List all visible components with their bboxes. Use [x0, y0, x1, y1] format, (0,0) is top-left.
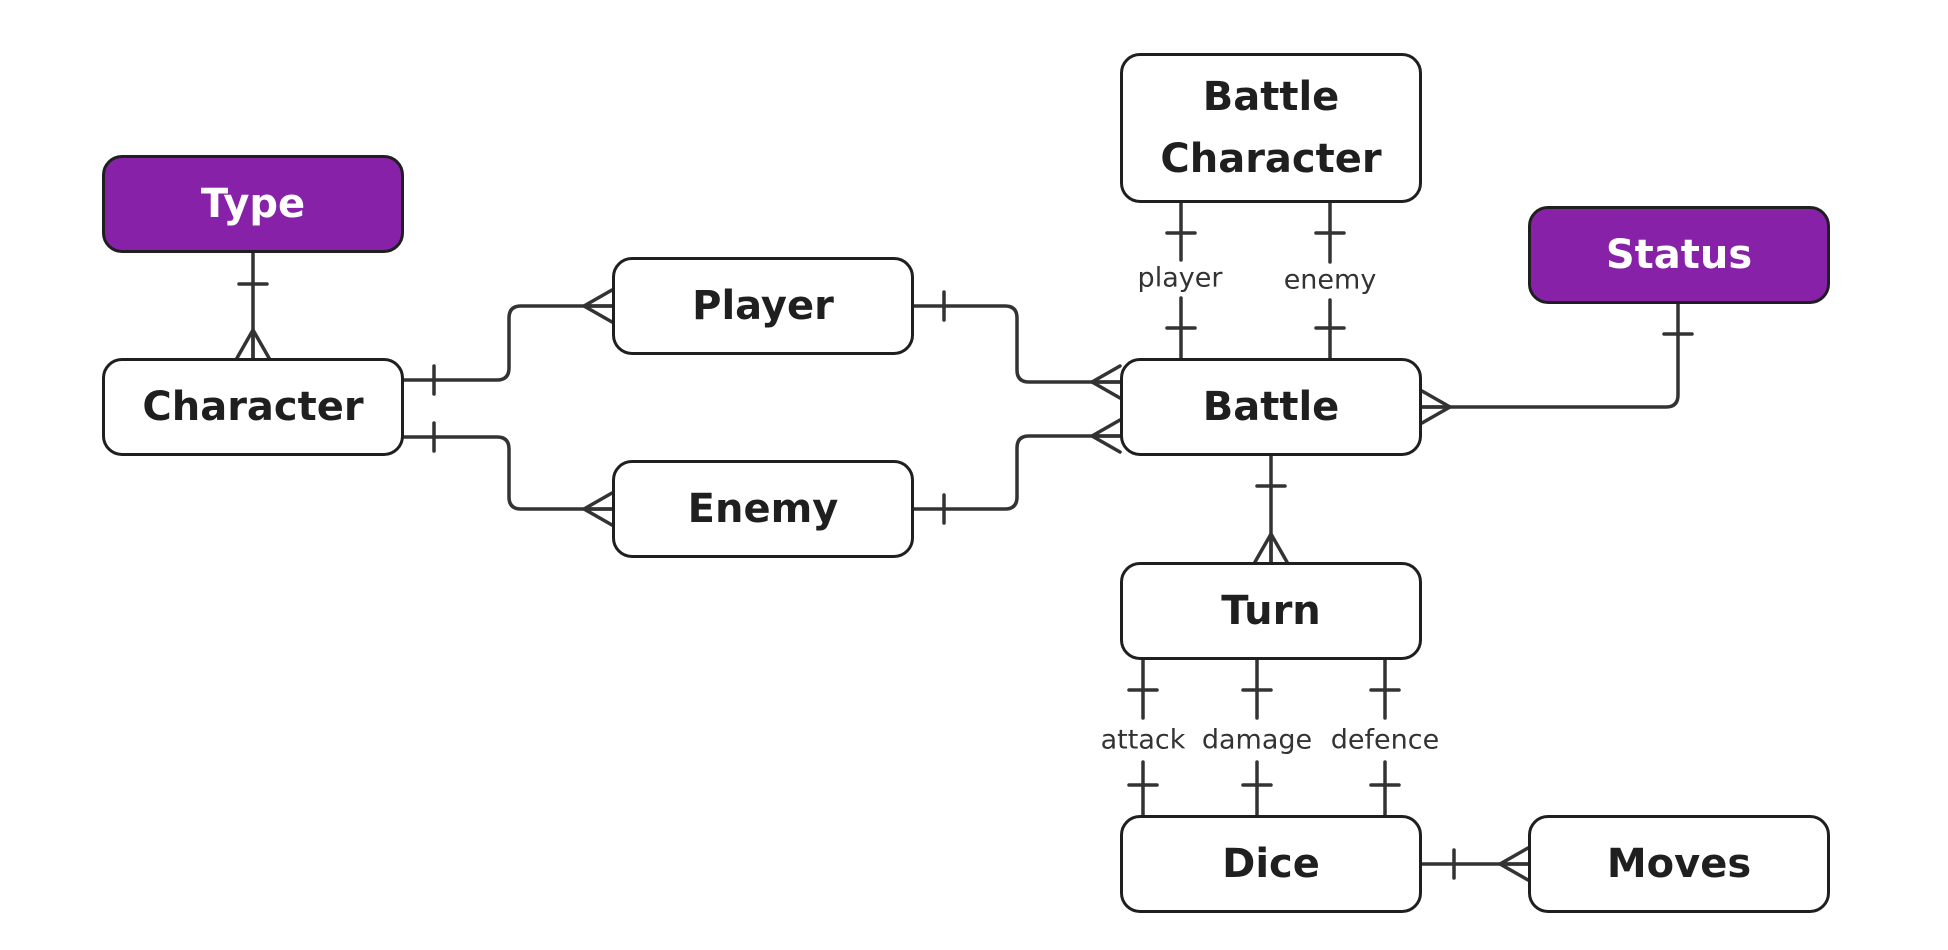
entity-moves-label: Moves: [1606, 841, 1752, 887]
relationship-label-damage: damage: [1199, 724, 1315, 756]
many-marker-battle-enemy: [1090, 418, 1122, 454]
many-marker-turn-battle: [1253, 532, 1289, 564]
relationship-label-player: player: [1135, 262, 1225, 294]
entity-player-label: Player: [692, 283, 834, 329]
entity-dice[interactable]: Dice: [1120, 815, 1422, 913]
entity-dice-label: Dice: [1222, 841, 1320, 887]
entity-battle-character[interactable]: Battle Character: [1120, 53, 1422, 203]
entity-enemy[interactable]: Enemy: [612, 460, 914, 558]
many-marker-battle-status: [1420, 389, 1452, 425]
connector-player-battle: [912, 304, 1122, 384]
entity-turn-label: Turn: [1221, 588, 1321, 634]
entity-status[interactable]: Status: [1528, 206, 1830, 304]
relationship-label-attack: attack: [1098, 724, 1188, 756]
entity-battle-label: Battle: [1202, 384, 1340, 430]
entity-character-label: Character: [142, 384, 364, 430]
entity-status-label: Status: [1605, 232, 1753, 278]
entity-type-label: Type: [200, 181, 306, 227]
many-marker-enemy-character: [582, 491, 614, 527]
entity-player[interactable]: Player: [612, 257, 914, 355]
entity-character[interactable]: Character: [102, 358, 404, 456]
many-marker-player-character: [582, 288, 614, 324]
relationship-label-enemy: enemy: [1281, 264, 1379, 296]
relationship-label-defence: defence: [1328, 724, 1442, 756]
connector-character-enemy: [402, 435, 614, 511]
many-marker-battle-player: [1090, 364, 1122, 400]
many-marker-character-type: [235, 328, 271, 360]
entity-type[interactable]: Type: [102, 155, 404, 253]
entity-battle-character-label: Battle Character: [1160, 74, 1382, 182]
entity-battle[interactable]: Battle: [1120, 358, 1422, 456]
entity-moves[interactable]: Moves: [1528, 815, 1830, 913]
connector-status-battle: [1420, 302, 1680, 409]
entity-turn[interactable]: Turn: [1120, 562, 1422, 660]
connector-character-player: [402, 304, 614, 382]
entity-enemy-label: Enemy: [687, 486, 839, 532]
many-marker-moves-dice: [1498, 846, 1530, 882]
connector-enemy-battle: [912, 434, 1122, 511]
